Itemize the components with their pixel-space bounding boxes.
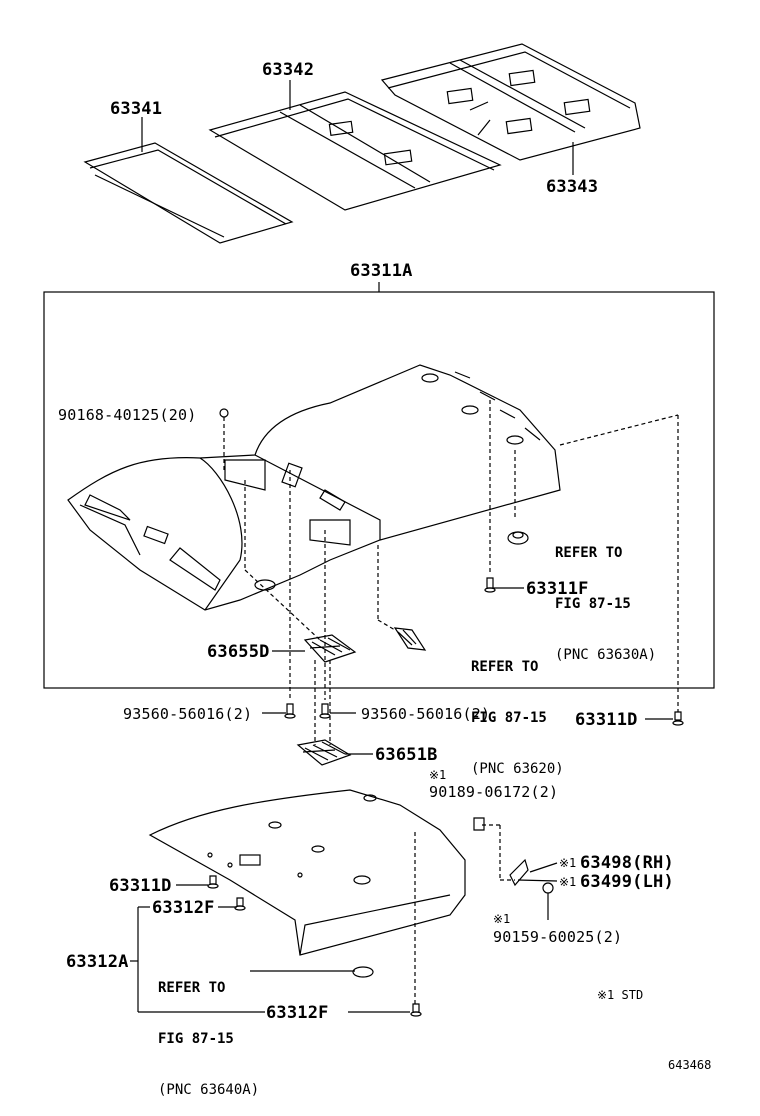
label-63311D-right: 63311D	[575, 710, 638, 730]
mark-90189: ※1	[429, 768, 447, 782]
refer-to-63620: REFER TO FIG 87-15 (PNC 63620)	[471, 659, 564, 777]
label-63312F-lower: 63312F	[266, 1003, 329, 1023]
mark-63498: ※1	[559, 856, 577, 870]
label-90168-40125: 90168-40125(20)	[58, 406, 197, 424]
label-63651B: 63651B	[375, 745, 438, 765]
label-63341: 63341	[110, 99, 163, 119]
refer-to-63630A: REFER TO FIG 87-15 (PNC 63630A)	[555, 545, 657, 663]
label-63342: 63342	[262, 60, 315, 80]
mark-63499: ※1	[559, 875, 577, 889]
label-63655D: 63655D	[207, 642, 270, 662]
label-93560-56016-left: 93560-56016(2)	[123, 705, 253, 723]
pad-63651B	[296, 739, 352, 766]
label-63343: 63343	[546, 177, 599, 197]
legend-std: ※1 STD	[597, 988, 644, 1002]
panel-63341	[83, 142, 294, 244]
label-63312F-upper: 63312F	[152, 898, 215, 918]
headliner-63311A	[67, 364, 561, 611]
refer-to-63640A: REFER TO FIG 87-15 (PNC 63640A)	[158, 980, 260, 1098]
mark-90159: ※1	[493, 912, 511, 926]
fasteners	[207, 408, 684, 1017]
part-63620	[393, 627, 427, 651]
label-93560-56016-right: 93560-56016(2)	[361, 705, 491, 723]
pad-63655D	[303, 634, 357, 663]
panel-63343	[380, 43, 641, 161]
label-90189-06172: 90189-06172(2)	[429, 783, 559, 801]
dashed-leaders	[223, 400, 679, 1005]
label-63499: 63499(LH)	[580, 872, 674, 892]
label-63312A: 63312A	[66, 952, 129, 972]
headliner-63312A	[148, 789, 466, 956]
assembly-box-63311A	[43, 291, 715, 689]
panel-63342	[208, 91, 502, 211]
label-90159-60025: 90159-60025(2)	[493, 928, 623, 946]
label-63498: 63498(RH)	[580, 853, 674, 873]
label-63311D-left: 63311D	[109, 876, 172, 896]
label-63311A: 63311A	[350, 261, 413, 281]
leader-lines	[130, 587, 673, 1013]
label-63311F: 63311F	[526, 579, 589, 599]
figure-id: 643468	[668, 1058, 712, 1072]
